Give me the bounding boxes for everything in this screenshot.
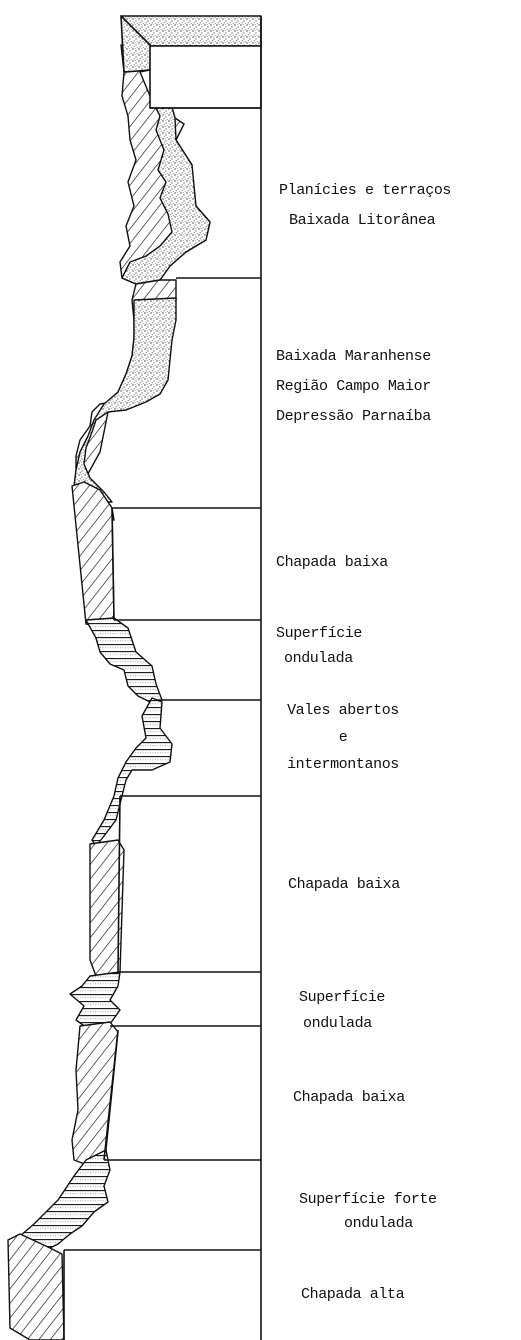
- slope-hatch-strips: [8, 45, 210, 1340]
- label-superficie-1: Superfície ondulada: [276, 621, 362, 671]
- label-superficie-3: Superfície forte ondulada: [299, 1188, 437, 1236]
- label-planicies-line-1: Planícies e terraços: [279, 176, 451, 206]
- hatch-strip-chapada-1: [72, 482, 114, 626]
- label-chapada-1: Chapada baixa: [276, 548, 388, 578]
- label-chapada-alta: Chapada alta: [301, 1280, 404, 1310]
- label-baixada-line-1: Baixada Maranhense: [276, 342, 431, 372]
- label-vales-line-2: e: [268, 724, 418, 751]
- label-chapada-2: Chapada baixa: [288, 870, 400, 900]
- label-baixada-line-2: Região Campo Maior: [276, 372, 431, 402]
- label-chapada-3-line-1: Chapada baixa: [293, 1083, 405, 1113]
- label-superficie-1-line-1: Superfície: [276, 621, 362, 646]
- label-superficie-3-line-1: Superfície forte: [299, 1188, 437, 1212]
- label-baixada-line-3: Depressão Parnaíba: [276, 402, 431, 432]
- label-chapada-alta-line-1: Chapada alta: [301, 1280, 404, 1310]
- label-chapada-1-line-1: Chapada baixa: [276, 548, 388, 578]
- hatch-strip-superficie-1: [86, 618, 162, 704]
- label-chapada-2-line-1: Chapada baixa: [288, 870, 400, 900]
- label-vales: Vales abertos e intermontanos: [268, 697, 418, 778]
- label-superficie-3-line-2: ondulada: [299, 1212, 437, 1236]
- label-superficie-2-line-1: Superfície: [299, 985, 385, 1011]
- label-vales-line-3: intermontanos: [268, 751, 418, 778]
- label-superficie-2-line-2: ondulada: [299, 1011, 385, 1037]
- hatch-strip-superficie-3: [20, 1150, 110, 1248]
- label-planicies: Planícies e terraços Baixada Litorânea: [279, 176, 451, 236]
- label-vales-line-1: Vales abertos: [268, 697, 418, 724]
- hatch-strip-vales: [92, 698, 172, 846]
- hatch-strip-superficie-2: [70, 972, 120, 1030]
- label-superficie-2: Superfície ondulada: [299, 985, 385, 1037]
- label-baixada: Baixada Maranhense Região Campo Maior De…: [276, 342, 431, 432]
- label-chapada-3: Chapada baixa: [293, 1083, 405, 1113]
- label-superficie-1-line-2: ondulada: [276, 646, 362, 671]
- top-block-front-face: [150, 46, 261, 108]
- hatch-strip-chapada-alta: [8, 1234, 64, 1340]
- label-planicies-line-2: Baixada Litorânea: [279, 206, 451, 236]
